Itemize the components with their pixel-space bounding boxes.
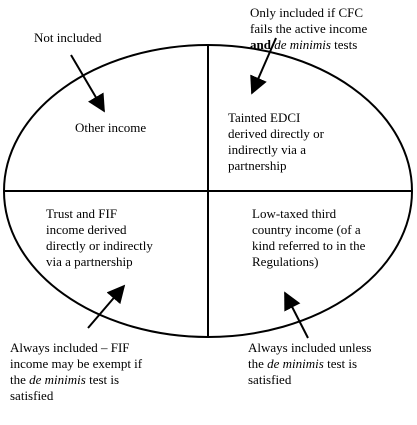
- callout-unless-line-3: satisfied: [248, 372, 292, 387]
- callout-not-included-text: Not included: [34, 30, 102, 45]
- callout-cfc-and: and: [250, 37, 271, 52]
- quadrant-other-income: Other income: [75, 120, 146, 136]
- arrow-cfc-included: [250, 37, 277, 95]
- callout-unless-the: the: [248, 356, 264, 371]
- quadrant-trust-fif: Trust and FIF income derived directly or…: [46, 206, 153, 270]
- arrow-included-unless: [284, 291, 309, 339]
- callout-fif-line-2: income may be exempt if: [10, 356, 143, 371]
- callout-cfc-line-3: and de minimis tests: [250, 37, 367, 53]
- callout-fif-line-1: Always included – FIF: [10, 340, 130, 355]
- callout-fif-included: Always included – FIF income may be exem…: [10, 340, 142, 404]
- quadrant-low-taxed-line-3: kind referred to in the: [252, 238, 366, 253]
- quadrant-tainted-edci: Tainted EDCI derived directly or indirec…: [228, 110, 324, 174]
- callout-cfc-line-1: Only included if CFC: [250, 5, 364, 20]
- callout-fif-the: the: [10, 372, 26, 387]
- callout-fif-line-4: satisfied: [10, 388, 54, 403]
- quadrant-trust-fif-line-1: Trust and FIF: [46, 206, 118, 221]
- arrow-not-included: [70, 54, 105, 113]
- callout-unless-de-minimis: de minimis: [267, 356, 324, 371]
- quadrant-low-taxed-line-1: Low-taxed third: [252, 206, 337, 221]
- quadrant-low-taxed-line-2: country income (of a: [252, 222, 361, 237]
- callout-unless-line-1: Always included unless: [248, 340, 372, 355]
- quadrant-trust-fif-line-3: directly or indirectly: [46, 238, 153, 253]
- callout-unless-line-2: the de minimis test is: [248, 356, 371, 372]
- callout-cfc-tests: tests: [334, 37, 358, 52]
- callout-cfc-condition: Only included if CFC fails the active in…: [250, 5, 367, 53]
- callout-fif-test-is: test is: [89, 372, 120, 387]
- callout-cfc-line-2: fails the active income: [250, 21, 368, 36]
- callout-fif-de-minimis: de minimis: [29, 372, 86, 387]
- callout-cfc-de-minimis: de minimis: [274, 37, 331, 52]
- quadrant-tainted-edci-line-1: Tainted EDCI: [228, 110, 301, 125]
- callout-included-unless: Always included unless the de minimis te…: [248, 340, 371, 388]
- quadrant-low-taxed-line-4: Regulations): [252, 254, 319, 269]
- quadrant-low-taxed: Low-taxed third country income (of a kin…: [252, 206, 365, 270]
- quadrant-tainted-edci-line-3: indirectly via a: [228, 142, 306, 157]
- quadrant-tainted-edci-line-4: partnership: [228, 158, 287, 173]
- callout-unless-test-is: test is: [327, 356, 358, 371]
- arrow-fif-included: [87, 284, 126, 329]
- quadrant-trust-fif-line-4: via a partnership: [46, 254, 133, 269]
- callout-not-included: Not included: [34, 30, 102, 46]
- quadrant-tainted-edci-line-2: derived directly or: [228, 126, 325, 141]
- quadrant-other-income-line-1: Other income: [75, 120, 147, 135]
- callout-fif-line-3: the de minimis test is: [10, 372, 142, 388]
- quadrant-trust-fif-line-2: income derived: [46, 222, 127, 237]
